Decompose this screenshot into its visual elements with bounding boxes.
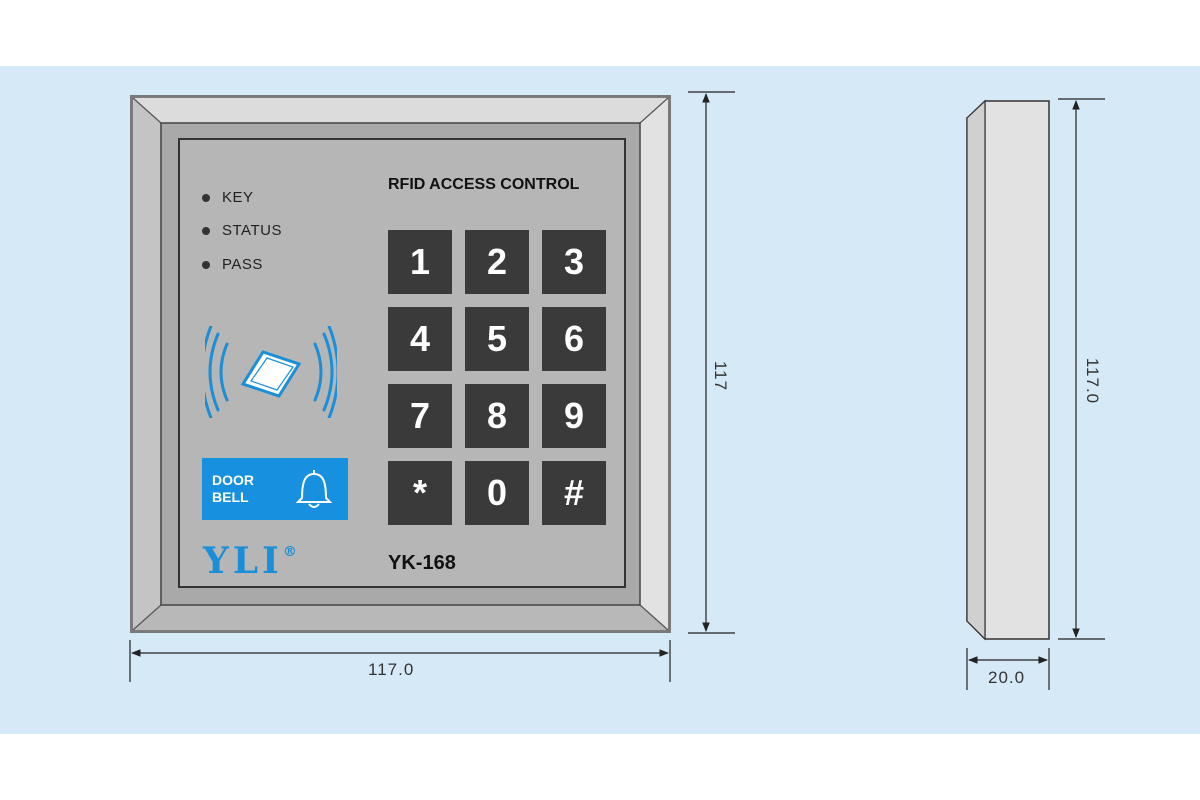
doorbell-button[interactable]: DOOR BELL xyxy=(202,458,348,520)
doorbell-label-line2: BELL xyxy=(212,489,249,505)
key-0[interactable]: 0 xyxy=(465,461,529,525)
led-dot-icon xyxy=(202,193,210,202)
side-depth-label: 20.0 xyxy=(988,668,1026,687)
doorbell-label: DOOR BELL xyxy=(212,472,254,506)
brand-logo: YLI® xyxy=(203,540,297,582)
indicator-pass: PASS xyxy=(202,256,263,273)
rfid-card-icon xyxy=(205,326,337,418)
key-7[interactable]: 7 xyxy=(388,384,452,448)
key-3[interactable]: 3 xyxy=(542,230,606,294)
bell-icon xyxy=(295,470,333,508)
key-4[interactable]: 4 xyxy=(388,307,452,371)
key-2[interactable]: 2 xyxy=(465,230,529,294)
front-width-label: 117.0 xyxy=(368,660,415,679)
led-dot-icon xyxy=(202,260,210,269)
doorbell-label-line1: DOOR xyxy=(212,472,254,488)
logo-text: YLI xyxy=(203,540,283,582)
front-height-label: 117 xyxy=(711,360,731,392)
key-1[interactable]: 1 xyxy=(388,230,452,294)
panel-title: RFID ACCESS CONTROL xyxy=(388,176,580,193)
key-9[interactable]: 9 xyxy=(542,384,606,448)
key-hash[interactable]: # xyxy=(542,461,606,525)
indicator-key: KEY xyxy=(202,189,254,206)
key-6[interactable]: 6 xyxy=(542,307,606,371)
key-star[interactable]: * xyxy=(388,461,452,525)
indicator-key-label: KEY xyxy=(222,189,254,206)
indicator-pass-label: PASS xyxy=(222,256,263,273)
indicator-status-label: STATUS xyxy=(222,222,282,239)
key-8[interactable]: 8 xyxy=(465,384,529,448)
key-5[interactable]: 5 xyxy=(465,307,529,371)
side-height-label: 117.0 xyxy=(1083,357,1103,405)
model-number: YK-168 xyxy=(388,552,456,574)
indicator-status: STATUS xyxy=(202,222,282,239)
registered-mark: ® xyxy=(282,544,297,560)
led-dot-icon xyxy=(202,226,210,235)
